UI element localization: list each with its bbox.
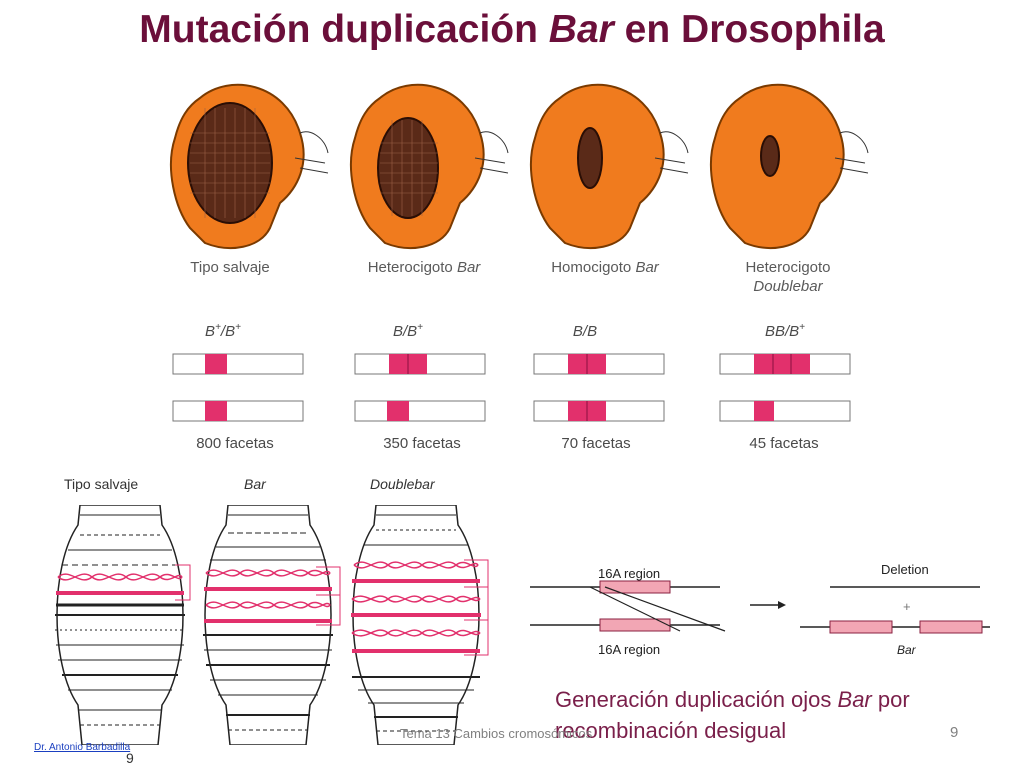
top-region-label: 16A region: [598, 566, 661, 581]
slide-title: Mutación duplicación Bar en Drosophila: [139, 8, 885, 51]
chromosome-heterozygous-bar-bottom: [354, 400, 486, 422]
polytene-chromosome-wild-type-icon: [55, 505, 191, 745]
genotype-heterozygous-bar: B/B+: [392, 322, 424, 340]
unequal-recombination-diagram: [530, 580, 990, 634]
chromosome-doublebar-bottom: [719, 400, 851, 422]
author-link[interactable]: Dr. Antonio Barbadilla: [34, 742, 131, 753]
facets-homozygous-bar: 70 facetas: [561, 435, 631, 452]
polytene-label-doublebar: Doublebar: [370, 476, 435, 492]
genotype-doublebar: BB/B+: [764, 322, 806, 340]
chromosome-homozygous-bar-top: [533, 353, 665, 375]
fly-label-wild-type: Tipo salvaje: [190, 259, 270, 276]
bar-product-label: Bar: [897, 643, 916, 657]
plus-sign: +: [903, 599, 911, 614]
fly-head-heterozygous-bar-icon: [349, 83, 509, 249]
polytene-chromosome-doublebar-icon: [351, 505, 489, 745]
deletion-label: Deletion: [881, 562, 929, 577]
fly-head-wild-type-icon: [169, 83, 329, 249]
fly-head-homozygous-bar-icon: [529, 83, 689, 249]
small-page-number: 9: [126, 750, 134, 766]
fly-head-doublebar-icon: [709, 83, 869, 249]
polytene-label-wild-type: Tipo salvaje: [64, 476, 139, 492]
footer-topic: Tema 13 Cambios cromosómicos: [400, 726, 593, 741]
facets-wild-type: 800 facetas: [196, 435, 274, 452]
fly-label-heterozygous-bar: Heterocigoto Bar: [367, 259, 481, 276]
fly-label-homozygous-bar: Homocigoto Bar: [551, 259, 659, 276]
polytene-chromosome-bar-icon: [203, 505, 341, 745]
genotype-wild-type: B+/B+: [205, 322, 241, 340]
chromosome-heterozygous-bar-top: [354, 353, 486, 375]
chromosome-doublebar-top: [719, 353, 851, 375]
chromosome-wild-type-bottom: [172, 400, 304, 422]
page-number: 9: [950, 724, 959, 741]
facets-heterozygous-bar: 350 facetas: [383, 435, 461, 452]
bottom-region-label: 16A region: [598, 642, 661, 657]
chromosome-homozygous-bar-bottom: [533, 400, 665, 422]
polytene-label-bar: Bar: [244, 476, 266, 492]
facets-doublebar: 45 facetas: [749, 435, 819, 452]
genotype-homozygous-bar: B/B: [572, 323, 598, 340]
chromosome-wild-type-top: [172, 353, 304, 375]
